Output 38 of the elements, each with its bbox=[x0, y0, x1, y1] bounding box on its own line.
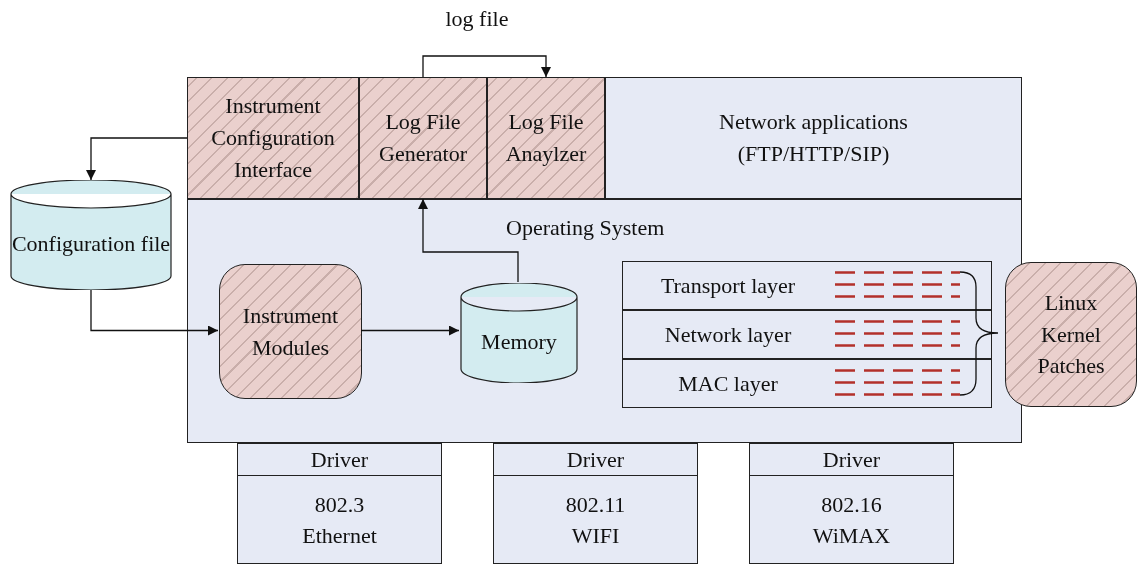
node-label: Log File Generator bbox=[378, 108, 468, 168]
layer-row bbox=[622, 261, 992, 310]
layer-row bbox=[622, 359, 992, 408]
arrow bbox=[418, 198, 519, 283]
database-cylinder bbox=[460, 283, 578, 383]
node-label: MAC layer bbox=[677, 369, 779, 398]
rounded-hatched-box bbox=[1005, 262, 1137, 407]
layer-row bbox=[622, 310, 992, 359]
node-label: Memory bbox=[481, 328, 557, 357]
node-label: 802.16 WiMAX bbox=[811, 491, 892, 550]
node-label: Log File Anaylzer bbox=[504, 108, 588, 168]
database-cylinder bbox=[10, 180, 172, 290]
box-heading: Driver bbox=[494, 444, 697, 476]
node-label: Configuration file bbox=[11, 230, 171, 259]
rounded-hatched-box bbox=[219, 264, 362, 399]
hatched-box bbox=[359, 77, 487, 199]
arrow bbox=[360, 325, 460, 336]
node-label: Linux Kernel Patches bbox=[1036, 288, 1106, 381]
process-box bbox=[605, 77, 1022, 199]
hatched-box bbox=[487, 77, 605, 199]
driver-box bbox=[493, 443, 698, 564]
driver-box bbox=[749, 443, 954, 564]
node-label: Network applications (FTP/HTTP/SIP) bbox=[718, 108, 909, 168]
arrow bbox=[86, 137, 188, 181]
box-heading: Driver bbox=[238, 444, 441, 476]
os-panel bbox=[187, 199, 1022, 443]
arrow bbox=[422, 55, 551, 78]
node-label: 802.11 WIFI bbox=[564, 491, 627, 550]
node-label: Network layer bbox=[663, 320, 793, 349]
node-label: 802.3 Ethernet bbox=[301, 491, 378, 550]
driver-box bbox=[237, 443, 442, 564]
panel-title: Operating System bbox=[506, 214, 665, 242]
node-label: Instrument Modules bbox=[241, 301, 340, 362]
hatched-box bbox=[187, 77, 359, 199]
box-heading: Driver bbox=[750, 444, 953, 476]
node-label: Transport layer bbox=[659, 271, 797, 300]
arrow bbox=[90, 289, 219, 336]
node-label: Instrument Configuration Interface bbox=[210, 92, 336, 184]
